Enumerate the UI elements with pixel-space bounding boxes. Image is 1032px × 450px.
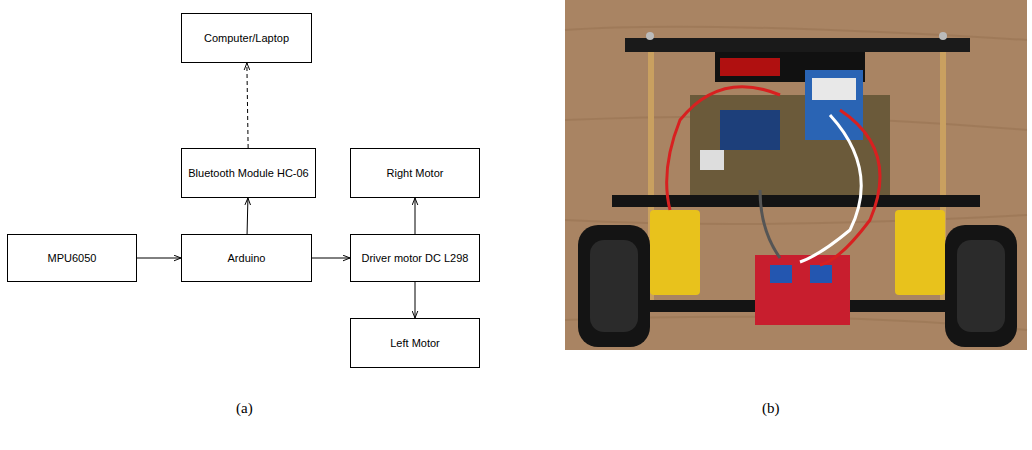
subfigure-label: (a) [236, 400, 253, 417]
box-label: Driver motor DC L298 [356, 249, 475, 267]
subfigure-label: (b) [762, 400, 780, 417]
box-label: Left Motor [384, 334, 446, 352]
block-box: Left Motor [350, 318, 480, 368]
box-label: Arduino [222, 249, 272, 267]
signal-arrow [247, 63, 248, 148]
block-box: Bluetooth Module HC-06 [181, 148, 316, 198]
box-label: Right Motor [381, 164, 450, 182]
signal-arrow [415, 282, 416, 318]
block-box: Driver motor DC L298 [350, 234, 480, 282]
box-label: MPU6050 [42, 249, 103, 267]
signal-arrow [247, 198, 249, 234]
block-box: MPU6050 [7, 234, 137, 282]
signal-arrow [415, 198, 416, 234]
block-box: Arduino [181, 234, 312, 282]
signal-arrow [137, 258, 181, 259]
box-label: Computer/Laptop [198, 29, 295, 47]
block-box: Computer/Laptop [181, 13, 312, 63]
block-box: Right Motor [350, 148, 480, 198]
signal-arrow [312, 258, 350, 259]
box-label: Bluetooth Module HC-06 [182, 164, 314, 182]
